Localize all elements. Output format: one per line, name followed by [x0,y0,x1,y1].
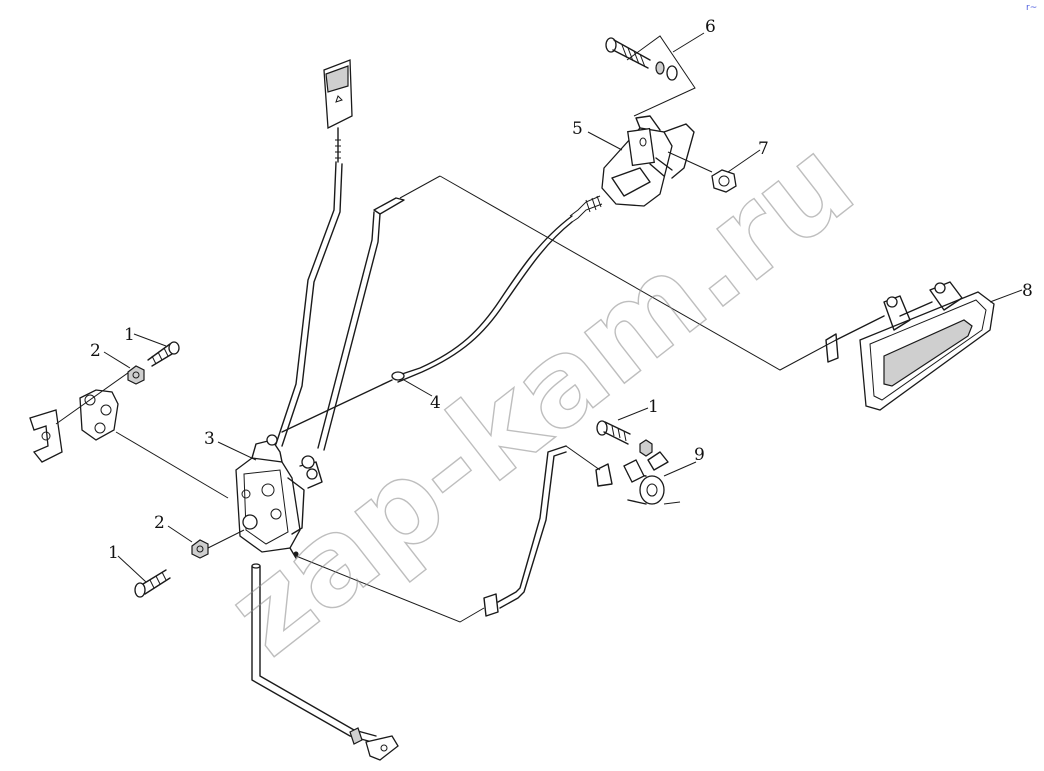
outside-handle-link-rod [317,175,837,451]
striker-plate-assembly [29,333,229,499]
callout-7: 7 [758,139,769,159]
lock-button-rod [275,59,353,447]
callout-8: 8 [1022,281,1033,301]
inner-handle-bracket-part-5 [587,115,713,207]
watermark-text: zap-kam.ru [202,112,878,682]
callout-6: 6 [705,17,716,37]
lower-release-rod [251,563,399,761]
door-lock-body-part-3 [217,434,323,559]
nut-part-7 [711,149,761,193]
outside-door-handle-part-8 [825,281,1023,411]
callout-1-right: 1 [648,397,659,417]
callout-2-lower: 2 [154,513,165,533]
callout-1-upper-left: 1 [124,325,135,345]
callout-3: 3 [204,429,215,449]
callout-1-lower: 1 [108,543,119,563]
key-cylinder-rod [295,445,613,623]
lock-mounting-screw [117,525,245,598]
key-cylinder-part-9 [596,407,697,505]
callout-9: 9 [694,445,705,465]
callout-2-upper-left: 2 [90,341,101,361]
callout-5: 5 [572,119,583,139]
callout-4: 4 [430,393,441,413]
corner-mark: r~ [1026,3,1037,13]
bolt-assembly-part-6 [605,32,705,117]
remote-control-cable [281,195,603,433]
